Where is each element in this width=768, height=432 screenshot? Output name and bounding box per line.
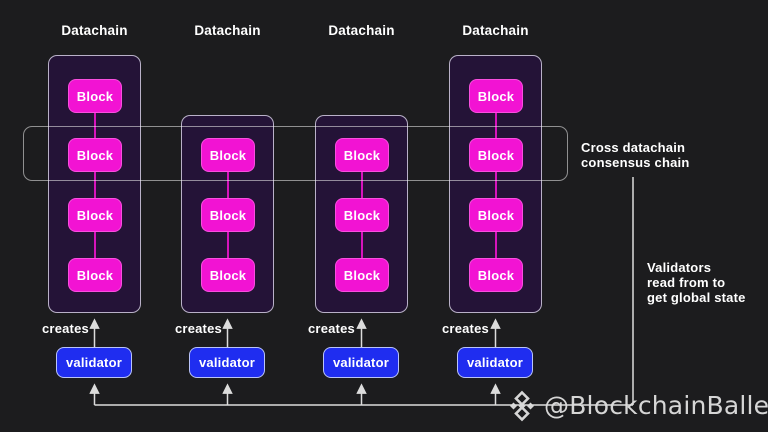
- block-connector-line: [94, 96, 96, 275]
- block-node: Block: [469, 138, 523, 172]
- creates-label: creates: [442, 321, 489, 336]
- block-node: Block: [68, 79, 122, 113]
- creates-label: creates: [308, 321, 355, 336]
- validator-node: validator: [457, 347, 533, 378]
- validator-node: validator: [56, 347, 132, 378]
- block-node: Block: [201, 198, 255, 232]
- block-node: Block: [335, 138, 389, 172]
- datachain-label: Datachain: [328, 23, 395, 38]
- block-node: Block: [469, 79, 523, 113]
- creates-label: creates: [175, 321, 222, 336]
- block-node: Block: [201, 258, 255, 292]
- block-node: Block: [68, 198, 122, 232]
- datachain-container: Block Block Block: [315, 115, 408, 313]
- watermark: @BlockchainBaller: [506, 390, 768, 422]
- validator-node: validator: [323, 347, 399, 378]
- block-node: Block: [335, 198, 389, 232]
- block-node: Block: [68, 138, 122, 172]
- watermark-handle: @BlockchainBaller: [544, 391, 768, 420]
- validator-node: validator: [189, 347, 265, 378]
- caption-line: Cross datachain: [581, 140, 686, 155]
- caption-line: consensus chain: [581, 155, 690, 170]
- validators-read-caption: Validators read from to get global state: [647, 260, 746, 305]
- block-node: Block: [335, 258, 389, 292]
- datachain-container: Block Block Block Block: [449, 55, 542, 313]
- caption-line: Validators: [647, 260, 712, 275]
- caption-line: read from to: [647, 275, 726, 290]
- datachain-container: Block Block Block: [181, 115, 274, 313]
- datachain-container: Block Block Block Block: [48, 55, 141, 313]
- block-node: Block: [201, 138, 255, 172]
- block-node: Block: [68, 258, 122, 292]
- block-node: Block: [469, 258, 523, 292]
- creates-label: creates: [42, 321, 89, 336]
- consensus-chain-caption: Cross datachain consensus chain: [581, 140, 689, 170]
- block-connector-line: [495, 96, 497, 275]
- datachain-label: Datachain: [61, 23, 128, 38]
- block-node: Block: [469, 198, 523, 232]
- caption-line: get global state: [647, 290, 746, 305]
- binance-diamond-icon: [510, 390, 534, 422]
- datachain-label: Datachain: [462, 23, 529, 38]
- datachain-label: Datachain: [194, 23, 261, 38]
